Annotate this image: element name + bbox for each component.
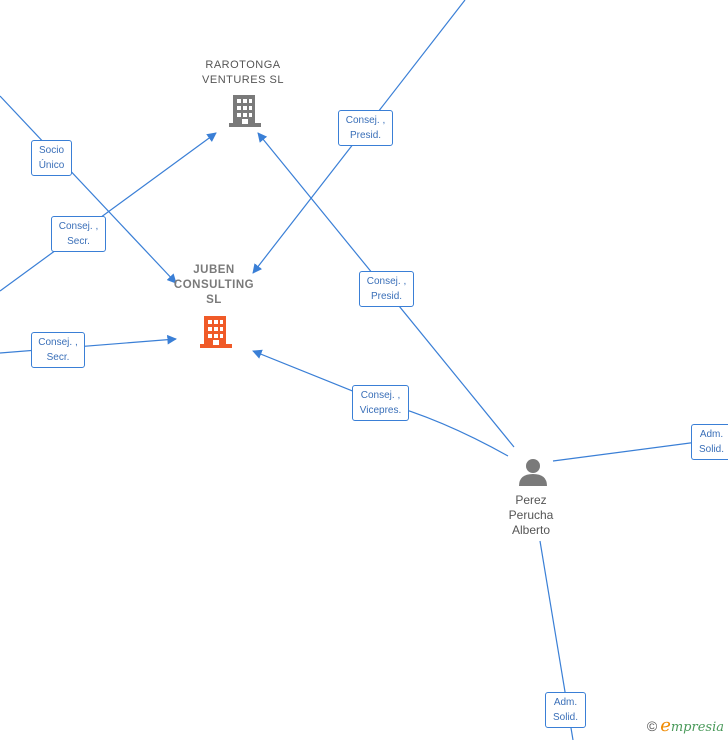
edge-label-consej-presid-1[interactable]: Consej. , Presid.: [338, 110, 393, 146]
empresia-logo: ©empresia: [647, 715, 724, 736]
person-icon: [519, 459, 547, 486]
company-node-juben[interactable]: JUBEN CONSULTING SL: [173, 264, 255, 306]
edge-socio-unico: [0, 95, 177, 284]
copyright-symbol: ©: [646, 718, 658, 734]
edge-label-consej-secr-2[interactable]: Consej. , Secr.: [31, 332, 85, 368]
edge-label-adm-solid-1[interactable]: Adm. Solid.: [691, 424, 728, 460]
building-highlight-icon: [200, 316, 232, 348]
edge-label-socio-unico[interactable]: Socio Único: [31, 140, 72, 176]
edge-label-consej-presid-2[interactable]: Consej. , Presid.: [359, 271, 414, 307]
edge-label-adm-solid-2[interactable]: Adm. Solid.: [545, 692, 586, 728]
building-icon: [229, 95, 261, 127]
logo-text: mpresia: [670, 720, 724, 735]
edge-consej-secr-1: [0, 132, 217, 292]
company-node-rarotonga[interactable]: RAROTONGA VENTURES SL: [202, 59, 284, 86]
person-node-perez-perucha[interactable]: Perez Perucha Alberto: [508, 493, 554, 537]
edge-consej-secr-2: [0, 334, 177, 354]
edge-label-consej-secr-1[interactable]: Consej. , Secr.: [51, 216, 106, 252]
logo-e: e: [660, 715, 671, 736]
edge-label-consej-vicepres[interactable]: Consej. , Vicepres.: [352, 385, 409, 421]
